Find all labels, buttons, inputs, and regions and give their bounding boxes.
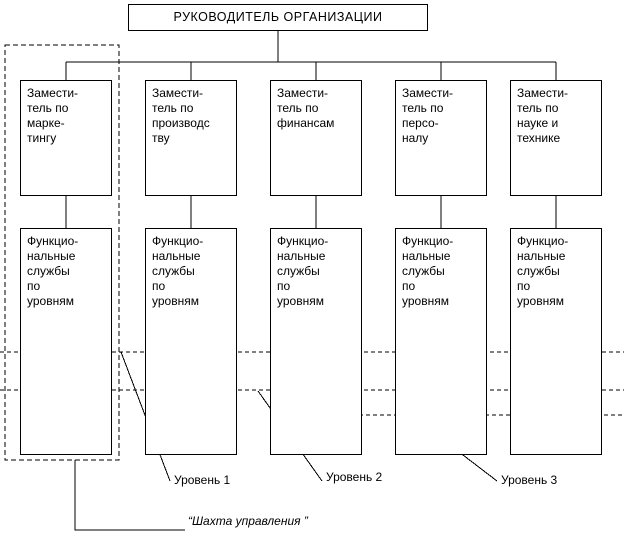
functional-box-3: Функцио- нальные службы по уровням (270, 228, 362, 455)
level-1-label: Уровень 1 (174, 473, 231, 487)
management-shaft-outline (4, 44, 120, 461)
deputy-box-marketing: Замести- тель по марке- тингу (20, 80, 112, 196)
management-shaft-label: “Шахта управления ” (188, 514, 308, 528)
level-3-label: Уровень 3 (501, 473, 558, 487)
deputy-box-production: Замести- тель по производс тву (145, 80, 237, 196)
functional-box-2: Функцио- нальные службы по уровням (145, 228, 237, 455)
shaft-leader-line (74, 460, 185, 531)
root-title: РУКОВОДИТЕЛЬ ОРГАНИЗАЦИИ (173, 10, 383, 24)
functional-box-1: Функцио- нальные службы по уровням (20, 228, 112, 455)
functional-box-4: Функцио- нальные службы по уровням (395, 228, 487, 455)
deputy-box-personnel: Замести- тель по персо- налу (395, 80, 487, 196)
root-box: РУКОВОДИТЕЛЬ ОРГАНИЗАЦИИ (128, 4, 428, 31)
deputy-box-science: Замести- тель по науке и технике (510, 80, 602, 196)
level-2-label: Уровень 2 (326, 470, 383, 484)
deputy-box-finance: Замести- тель по финансам (270, 80, 362, 196)
functional-box-5: Функцио- нальные службы по уровням (510, 228, 602, 455)
